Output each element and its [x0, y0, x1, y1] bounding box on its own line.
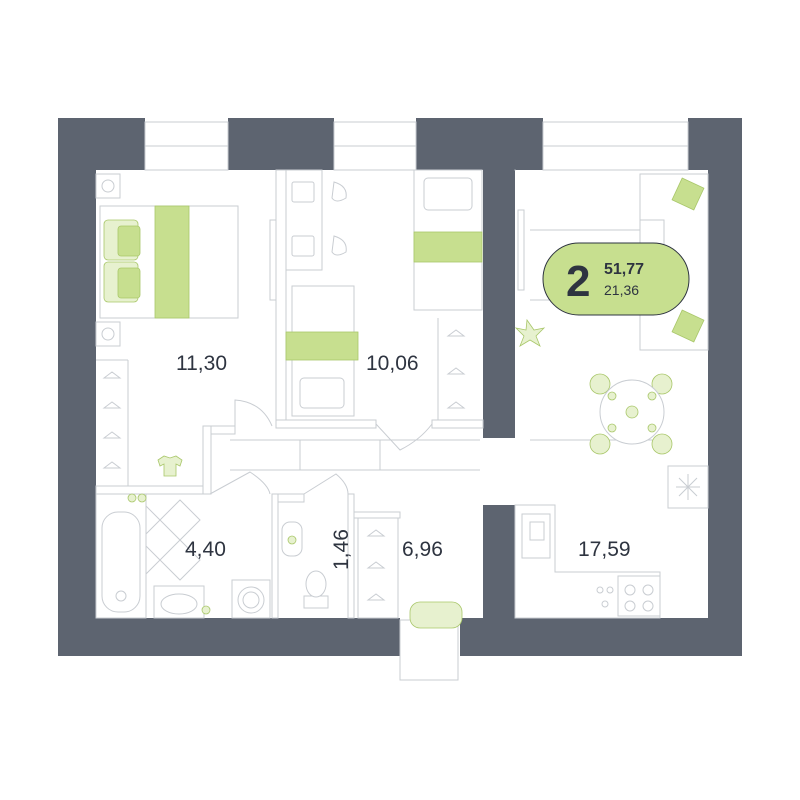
tv-unit: [517, 209, 525, 291]
living-kitchen: 17,59: [514, 173, 709, 619]
room-count: 2: [566, 257, 590, 306]
partitions: [95, 169, 516, 619]
hanger-icon-3: [366, 529, 386, 601]
hallway: 6,96: [357, 517, 463, 629]
area-summary-badge: 2 51,77 21,36: [542, 242, 690, 316]
area-label-hallway: 6,96: [402, 538, 443, 561]
bathroom: 4,40: [95, 493, 271, 619]
exterior-walls: [58, 118, 742, 656]
total-area: 51,77: [604, 261, 644, 278]
desk-icon: [285, 169, 347, 271]
sink-icon: [153, 585, 205, 619]
stove-icon: [596, 575, 661, 617]
bunk-bed-bottom-icon: [285, 285, 359, 417]
area-label-bathroom: 4,40: [185, 538, 226, 561]
wardrobe: [357, 517, 399, 619]
wall-panel: [269, 219, 277, 301]
hanger-icon: [96, 359, 129, 486]
bathtub-icon: [95, 493, 147, 619]
bed-icon: [99, 205, 239, 319]
windows: [144, 121, 689, 171]
bedroom-1: 11,30: [95, 173, 277, 486]
fridge-icon: [667, 465, 709, 509]
bedroom-2: 10,06: [285, 169, 483, 420]
badge-background: [542, 242, 690, 316]
area-label-living-kitchen: 17,59: [578, 538, 631, 561]
bunk-bed-top-icon: [413, 169, 483, 311]
washer-icon: [231, 579, 271, 619]
area-label-toilet: 1,46: [330, 529, 353, 570]
hanger-icon-2: [437, 318, 466, 420]
toilet-room: 1,46: [281, 521, 353, 609]
nightstand-lamp-icon: [95, 173, 121, 347]
dining-table-icon: [589, 373, 673, 455]
bench-icon: [409, 601, 463, 629]
area-label-bedroom-2: 10,06: [366, 352, 419, 375]
door-icon: [209, 399, 459, 681]
toilet-icon: [303, 570, 329, 609]
area-label-bedroom-1: 11,30: [176, 352, 227, 375]
tshirt-icon: [157, 455, 183, 477]
living-area: 21,36: [604, 282, 639, 298]
plant-icon: [514, 318, 546, 347]
